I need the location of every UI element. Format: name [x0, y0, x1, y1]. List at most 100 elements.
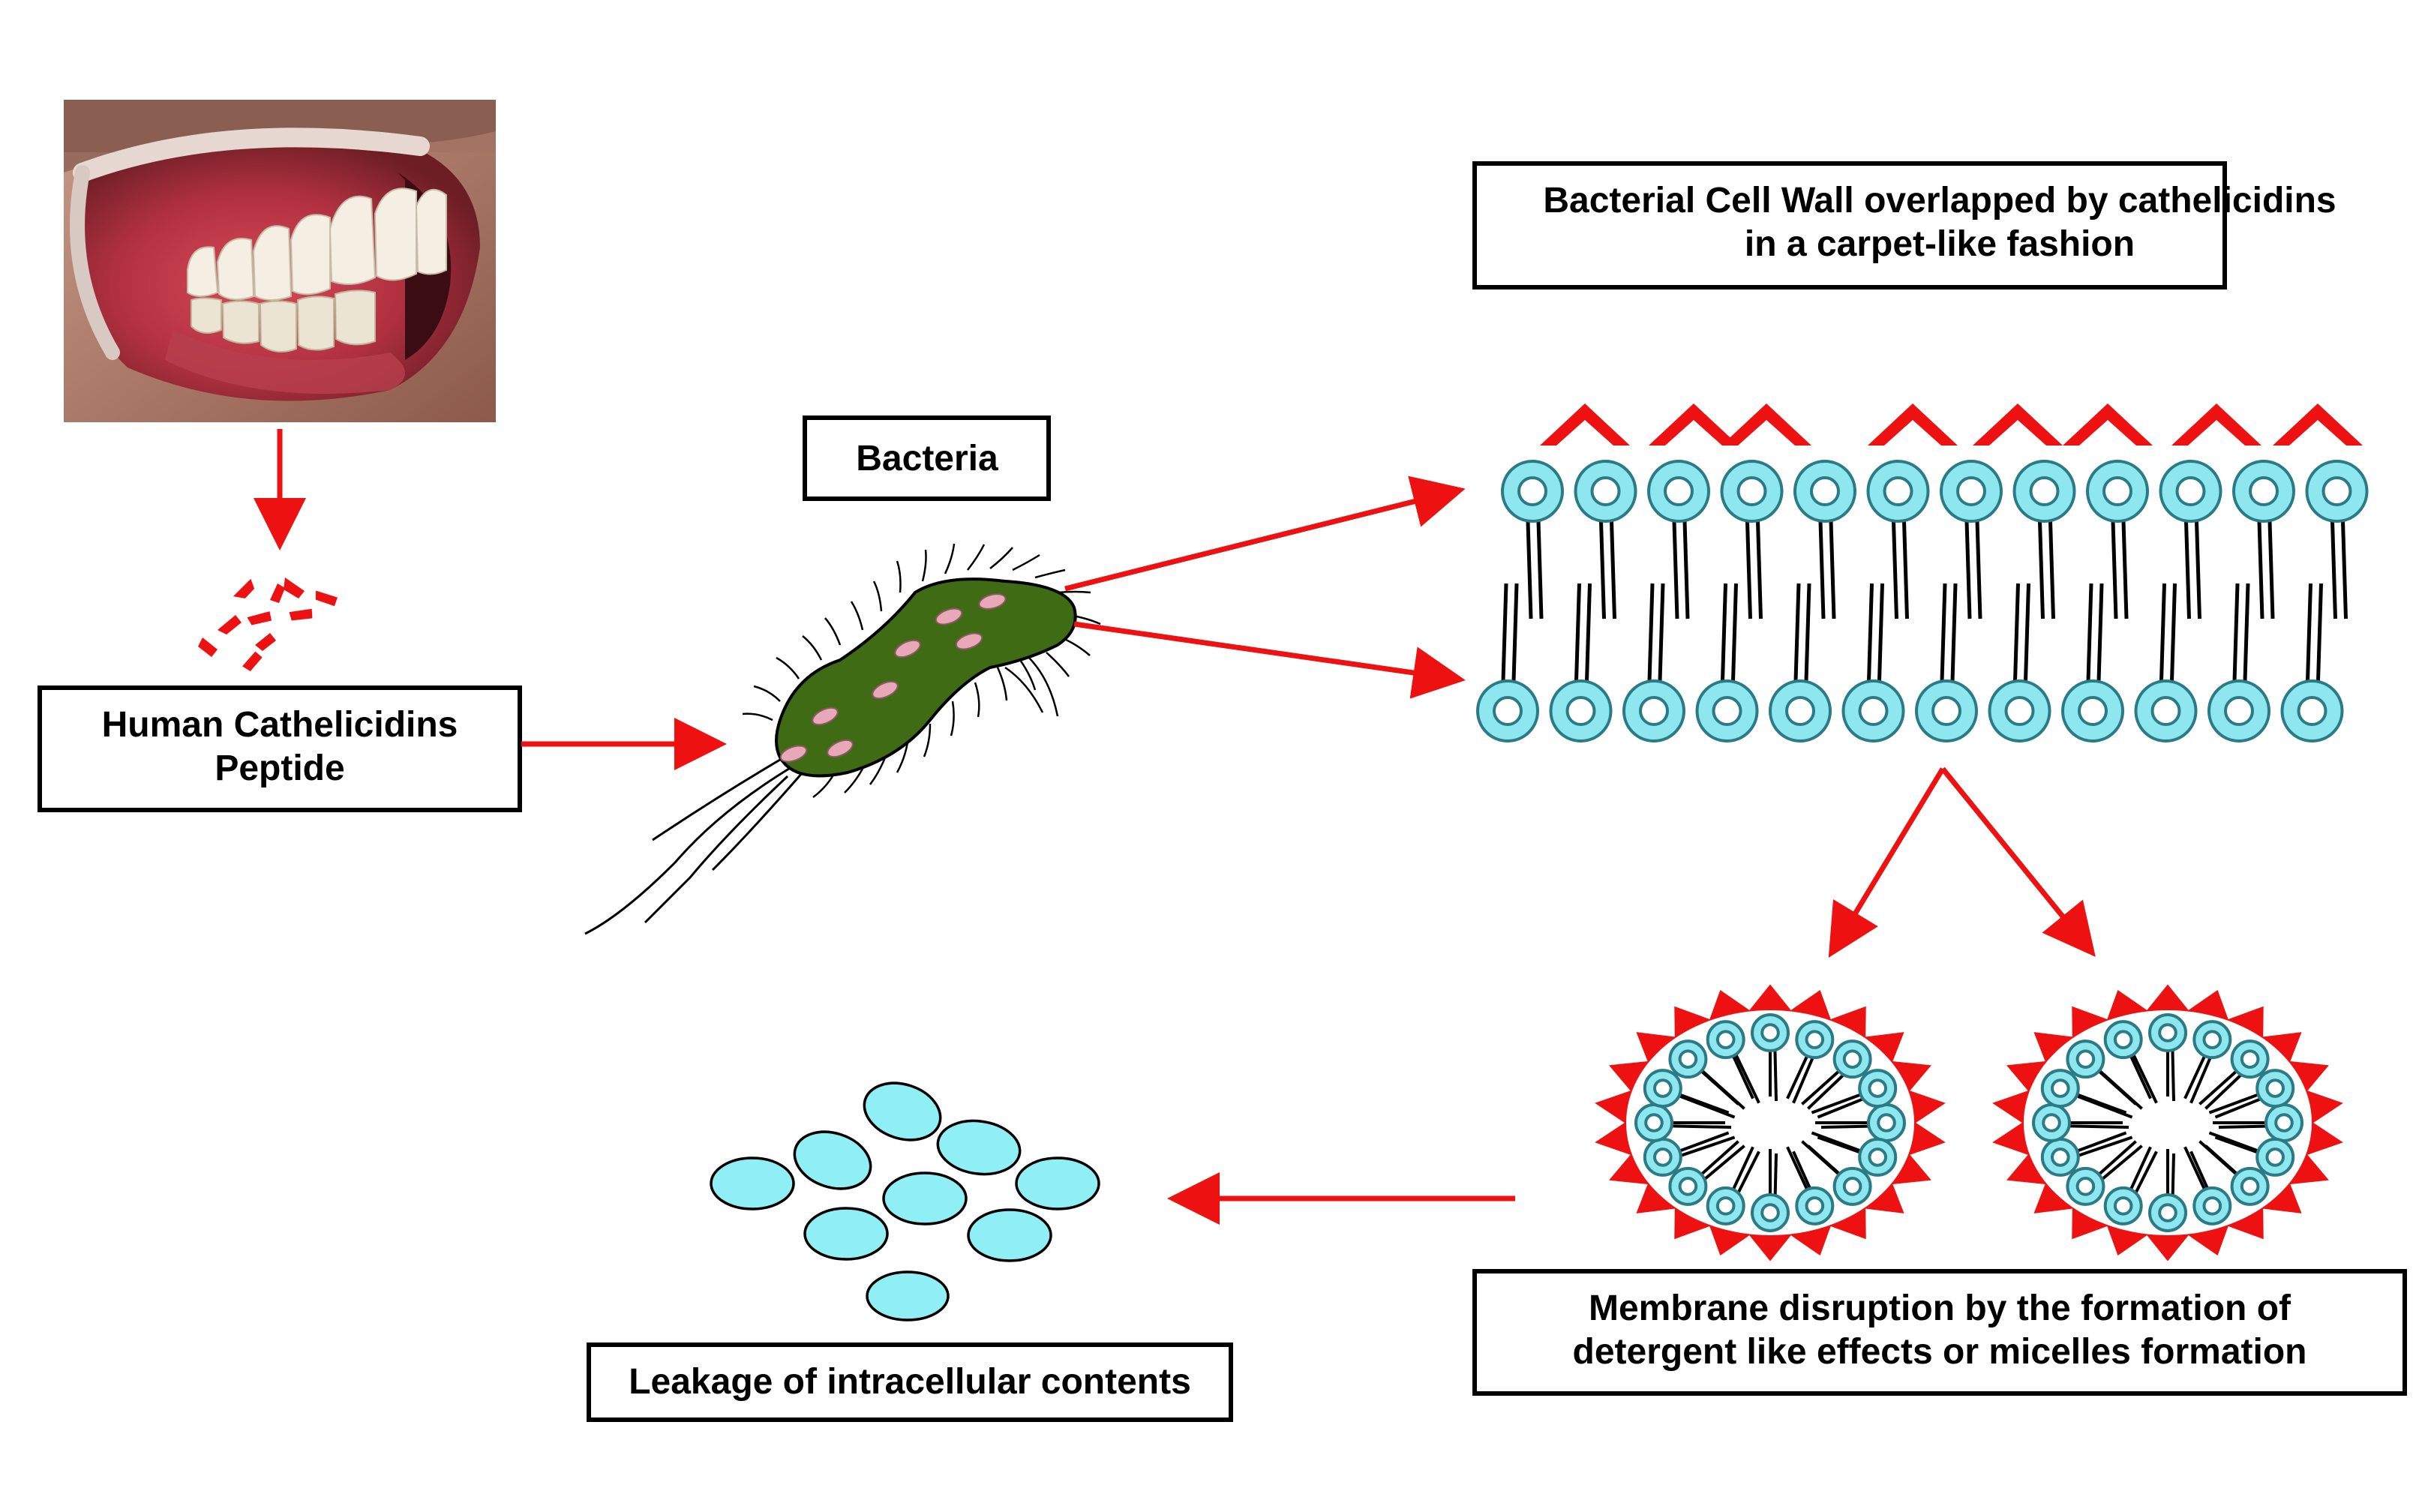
carpet-peptide [2063, 404, 2153, 446]
cell-wall-label-line1: Bacterial Cell Wall overlapped by cathel… [1543, 181, 2336, 220]
lipid-tail [1526, 520, 1544, 620]
micelle-lipid-head-core [1678, 1177, 1698, 1196]
disruption-label-line2: detergent like effects or micelles forma… [1573, 1332, 2307, 1372]
micelle-right [1992, 984, 2343, 1262]
micelle-lipid-head-core [1842, 1049, 1862, 1069]
micelle-lipid-head-core [2075, 1049, 2096, 1069]
human-peptide-box: Human Cathelicidins Peptide [38, 686, 522, 812]
lipid-head-inner-core [1858, 696, 1889, 726]
micelle-lipid-head-core [1644, 1113, 1664, 1132]
lipid-tail [2038, 520, 2055, 620]
lipid-tail [1672, 520, 1690, 620]
lipid-head-inner-core [2004, 696, 2035, 726]
micelle-lipid-head-core [1760, 1023, 1780, 1042]
leaked-vesicle [936, 1119, 1022, 1176]
micelle-lipid-head-core [2240, 1177, 2260, 1196]
micelle-lipid-head-core [1652, 1078, 1673, 1098]
lipid-head-inner-core [1639, 696, 1669, 726]
lipid-tail [1745, 520, 1763, 620]
lipid-head-outer-core [1736, 476, 1767, 506]
leaked-vesicle [866, 1270, 950, 1322]
lipid-head-inner-core [1785, 696, 1815, 726]
micelle-lipid-head-core [2240, 1049, 2260, 1069]
leaked-vesicle [803, 1207, 889, 1261]
bacteria-box: Bacteria [803, 416, 1051, 501]
leakage-box: Leakage of intracellular contents [587, 1342, 1233, 1422]
carpet-peptide [1973, 404, 2063, 446]
lipid-head-inner-core [2297, 696, 2327, 726]
leaked-vesicle [882, 1172, 968, 1226]
lipid-tail [2159, 583, 2177, 682]
carpet-peptide [2273, 404, 2363, 446]
lipid-head-inner-core [2078, 696, 2108, 726]
cell-wall-box: Bacterial Cell Wall overlapped by cathel… [1472, 161, 2336, 290]
micelle-lipid-head-core [1868, 1078, 1888, 1098]
lipid-bilayer [1476, 404, 2369, 742]
lipid-tail [2086, 583, 2104, 682]
peptide-cluster [198, 578, 338, 671]
lipid-tail [1892, 520, 1909, 620]
micelle-lipid-head-core [2265, 1078, 2285, 1098]
micelle-lipid-head-core [1715, 1196, 1736, 1216]
micelle-lipid-head-core [2113, 1030, 2133, 1049]
micelle-lipid-head-core [1868, 1148, 1888, 1167]
lipid-tail [1818, 520, 1836, 620]
lipid-head-inner-core [1565, 696, 1596, 726]
leaked-vesicle [967, 1208, 1052, 1262]
micelle-lipid-head-core [2265, 1148, 2285, 1167]
lipid-head-inner-core [2224, 696, 2254, 726]
lipid-tail [1647, 583, 1665, 682]
lipid-tail [1964, 520, 1982, 620]
leaked-vesicle [793, 1130, 872, 1190]
lipid-tail [2232, 583, 2250, 682]
leaked-vesicle [710, 1156, 795, 1210]
lipid-tail [1793, 583, 1811, 682]
lipid-head-outer-core [2029, 476, 2060, 506]
micelle-lipid-head-core [2050, 1148, 2070, 1167]
micelle-lipid-head-core [2202, 1030, 2222, 1049]
lipid-tail [2330, 520, 2348, 620]
micelle-lipid-head-core [1842, 1177, 1862, 1196]
bacterium [584, 543, 1101, 935]
leaked-vesicle [863, 1082, 942, 1142]
arrow-bacteria-to-inner-leaflet [1073, 621, 1466, 699]
micelle-lipid-head-core [2158, 1203, 2177, 1222]
lipid-head-outer-core [1883, 476, 1913, 506]
lipid-head-outer-core [1810, 476, 1840, 506]
micelle-lipid-head-core [1760, 1203, 1780, 1222]
lipid-head-outer-core [2102, 476, 2132, 506]
lipid-head-outer-core [1956, 476, 1986, 506]
mouth-photo [64, 100, 496, 422]
micelle-lipid-head-core [1805, 1030, 1825, 1049]
micelle-lipid-head-core [1678, 1049, 1698, 1069]
lipid-head-outer-core [1664, 476, 1694, 506]
micelle-lipid-head-core [2274, 1113, 2294, 1132]
disruption-box: Membrane disruption by the formation of … [1472, 1269, 2407, 1396]
lipid-head-inner-core [1712, 696, 1742, 726]
carpet-peptide [1649, 404, 1739, 446]
cell-wall-label-line2: in a carpet-like fashion [1745, 224, 2135, 264]
micelle-lipid-head-core [2050, 1078, 2070, 1098]
lipid-tail [1574, 583, 1592, 682]
human-peptide-label-line1: Human Cathelicidins [102, 705, 458, 745]
lipid-tail [1867, 583, 1884, 682]
disruption-label-line1: Membrane disruption by the formation of [1589, 1288, 2291, 1328]
micelle-left [1595, 984, 1946, 1262]
lipid-head-outer-core [2321, 476, 2352, 506]
arrow-bilayer-to-micelle-left [1828, 767, 1945, 958]
arrow-bilayer-to-micelle-right [1940, 766, 2096, 957]
micelle-lipid-head-core [1652, 1148, 1673, 1167]
lipid-head-outer-core [2175, 476, 2206, 506]
lipid-tail [1501, 583, 1519, 682]
arrow-bacteria-to-outer-leaflet [1064, 476, 1466, 592]
lipid-tail [1599, 520, 1616, 620]
micelle-lipid-head-core [2113, 1196, 2133, 1216]
micelle-lipid-head-core [1805, 1196, 1825, 1216]
leakage-label: Leakage of intracellular contents [629, 1362, 1191, 1402]
carpet-peptide [1868, 404, 1958, 446]
lipid-tail [2257, 520, 2275, 620]
lipid-head-inner-core [2150, 696, 2181, 726]
micelle-lipid-head-core [2075, 1177, 2096, 1196]
lipid-tail [1940, 583, 1958, 682]
